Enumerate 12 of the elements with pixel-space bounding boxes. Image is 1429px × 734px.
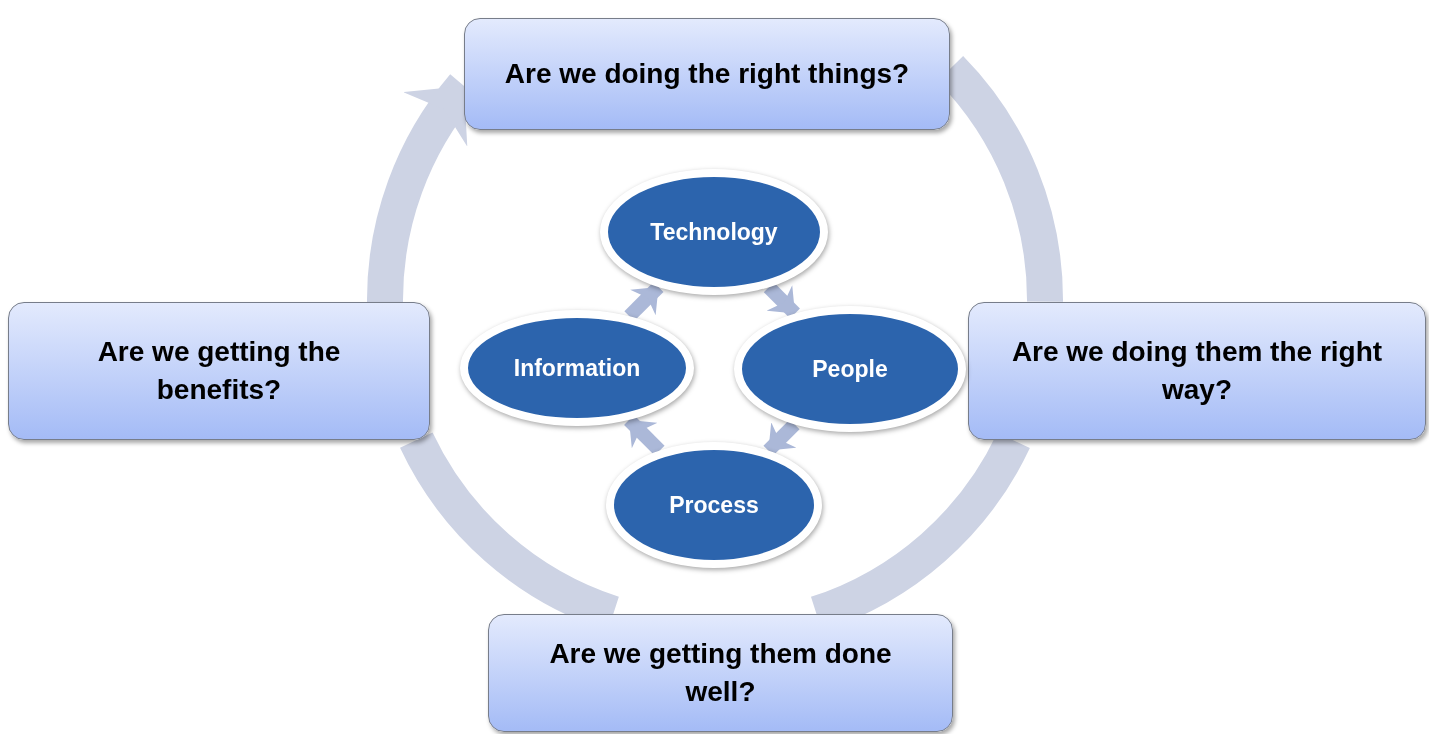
topic-label: Process — [669, 491, 759, 519]
question-box — [8, 302, 430, 440]
question-box — [464, 18, 950, 130]
question-text: Are we doing them the right way? — [1010, 335, 1384, 407]
question-text: Are we doing the right things? — [504, 57, 910, 91]
question-box — [488, 614, 953, 732]
question-text: Are we getting them done well? — [548, 637, 893, 709]
question-text: Are we getting the benefits? — [96, 335, 342, 407]
question-box — [968, 302, 1426, 440]
topic-label: Information — [513, 354, 641, 382]
topic-label: People — [812, 355, 888, 383]
topic-label: Technology — [650, 218, 778, 246]
